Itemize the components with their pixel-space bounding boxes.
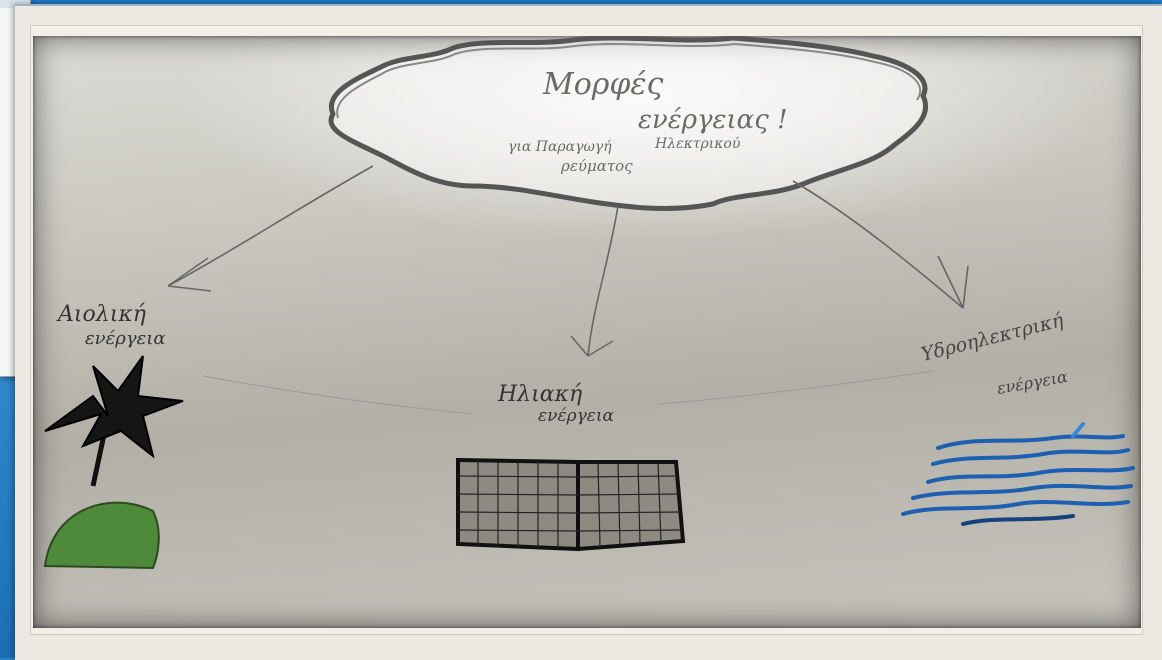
solar-panel-drawing-icon [456, 457, 686, 552]
cloud-subtitle-line3: ρεύματος [560, 157, 633, 175]
cloud-subtitle-line2: Ηλεκτρικού [654, 136, 741, 152]
water-waves-drawing-icon [901, 422, 1135, 526]
arrow-to-hydro [792, 180, 964, 309]
arrow-to-solar [587, 205, 619, 357]
arrows [167, 165, 969, 415]
photo-of-drawing: Μορφές ενέργειας ! για Παραγωγή Ηλεκτρικ… [33, 36, 1141, 628]
wind-label-line1: Αιολική [56, 302, 146, 327]
cloud-title-line2: ενέργειας ! [638, 105, 788, 135]
solar-label-line2: ενέργεια [538, 406, 615, 426]
solar-label-line1: Ηλιακή [497, 382, 582, 407]
hydro-label-line2: ενέργεια [995, 367, 1069, 398]
arrow-to-wind [167, 165, 374, 287]
wind-label-line2: ενέργεια [85, 328, 165, 349]
cloud-title-line1: Μορφές [542, 67, 664, 102]
windmill-drawing-icon [43, 355, 184, 570]
cloud-subtitle-line1: για Παραγωγή [508, 139, 612, 155]
hydro-label-line1: Υδροηλεκτρική [919, 309, 1066, 366]
drawing-canvas: Μορφές ενέργειας ! για Παραγωγή Ηλεκτρικ… [43, 36, 1135, 570]
cloud-shape [328, 36, 929, 211]
